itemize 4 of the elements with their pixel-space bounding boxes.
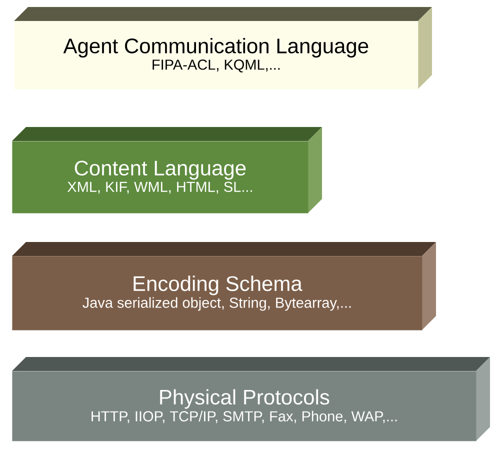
layer-block: Physical Protocols HTTP, IIOP, TCP/IP, SMTP, Fax, Phone, WAP,... (12, 356, 490, 442)
layer-block: Content Language XML, KIF, WML, HTML, SL... (12, 127, 322, 214)
layer-block: Agent Communication Language FIPA-ACL, KQML,... (14, 7, 432, 90)
layer-block: Encoding Schema Java serialized object, String, Bytearray,... (12, 242, 436, 330)
